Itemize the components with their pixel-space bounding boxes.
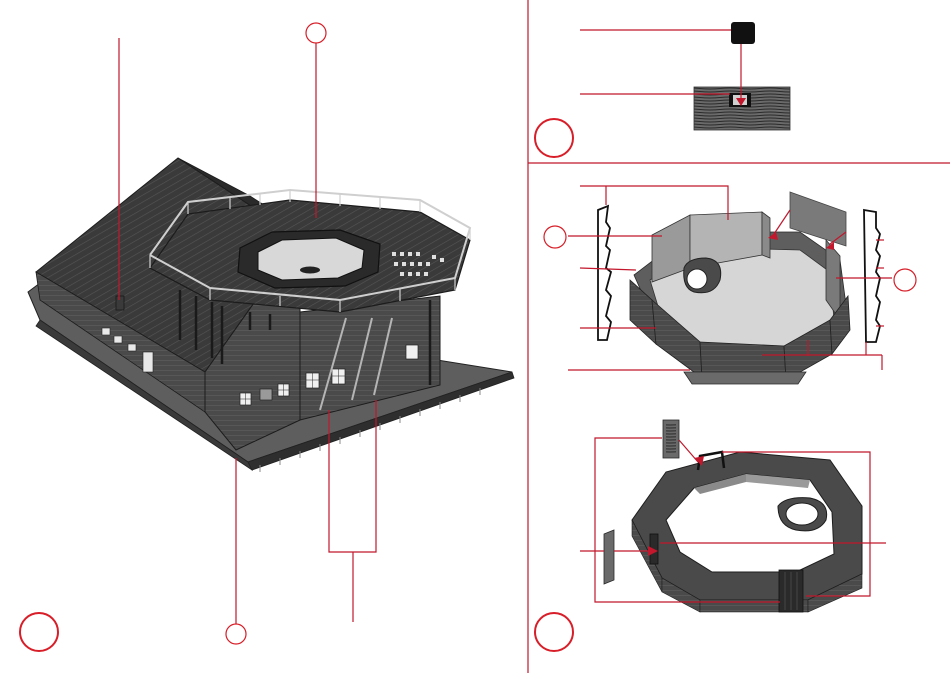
detail-block [731,22,755,44]
chimney [116,296,124,310]
detail-illustration [694,22,790,130]
left-wall-profile [598,206,611,340]
callout-marker-roof-deck [306,23,326,43]
callout-marker-left-wall [544,226,566,248]
window-part [604,530,614,584]
building-illustration [28,158,514,472]
floor-panel-illustration [604,420,862,612]
step-marker-detail [535,119,573,157]
callout-marker-right-wall [894,269,916,291]
right-wall-profile [864,210,880,342]
step-marker-left [20,613,58,651]
callout-marker-wall-base [226,624,246,644]
step-marker-floor [535,613,573,651]
